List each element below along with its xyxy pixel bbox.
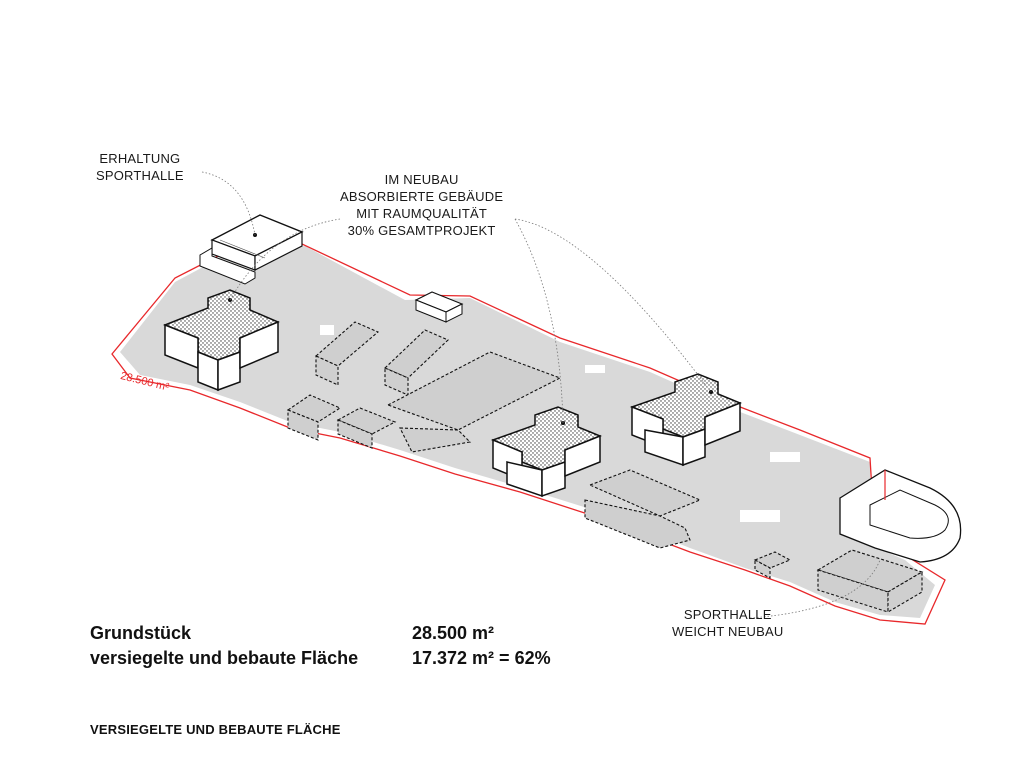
label-line: WEICHT NEUBAU [672, 624, 784, 639]
new-cross-building-2 [490, 406, 602, 498]
label-line: ABSORBIERTE GEBÄUDE [340, 189, 504, 204]
stat-value: 17.372 m² = 62% [412, 648, 551, 668]
label-line: MIT RAUMQUALITÄT [356, 206, 488, 221]
stat-label: Grundstück [90, 623, 192, 643]
absorbed-buildings [286, 321, 924, 613]
label-line: SPORTHALLE [683, 607, 772, 622]
label-im-neubau: IM NEUBAU ABSORBIERTE GEBÄUDE MIT RAUMQU… [340, 171, 503, 239]
new-cross-building-3 [629, 373, 742, 467]
small-existing-building [414, 291, 464, 323]
new-cross-building-1 [162, 289, 280, 392]
stat-value: 28.500 m² [412, 623, 495, 643]
stat-label: versiegelte und bebaute Fläche [90, 648, 359, 668]
label-line: SPORTHALLE [96, 168, 184, 183]
label-line: IM NEUBAU [384, 172, 459, 187]
label-line: ERHALTUNG [99, 151, 181, 166]
stat-row-versiegelt: versiegelte und bebaute Fläche 17.372 m²… [90, 646, 551, 671]
label-erhaltung-sporthalle: ERHALTUNG SPORTHALLE [96, 150, 184, 184]
label-sporthalle-weicht-neubau: SPORTHALLE WEICHT NEUBAU [672, 606, 783, 640]
leader-lines [201, 171, 881, 619]
label-line: 30% GESAMTPROJEKT [347, 223, 496, 238]
stat-row-grundstueck: Grundstück 28.500 m² [90, 621, 551, 646]
curved-sports-field [839, 469, 962, 563]
stats-table: Grundstück 28.500 m² versiegelte und beb… [90, 621, 551, 671]
existing-sporthalle-building [199, 214, 304, 285]
site-boundary [111, 242, 946, 625]
footer-title: VERSIEGELTE UND BEBAUTE FLÄCHE [90, 722, 341, 737]
